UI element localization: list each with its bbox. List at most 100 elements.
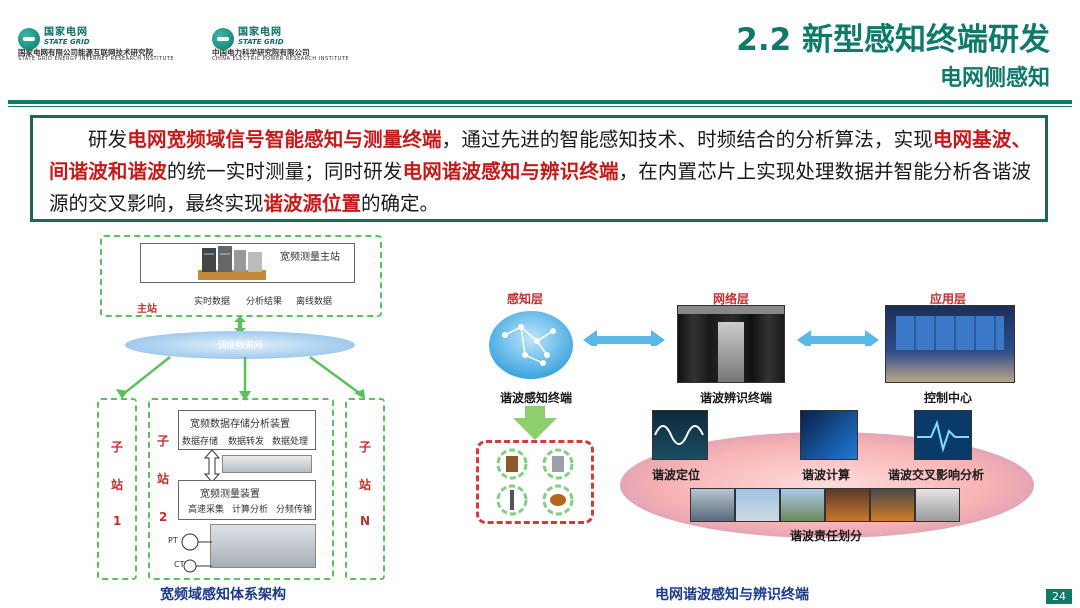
measure-device-label: 宽频测量装置 (200, 489, 260, 500)
storage-device-box (178, 410, 316, 450)
data-center-photo (677, 305, 785, 383)
node-harmonic-sensing-terminal: 谐波感知终端 (500, 391, 573, 405)
layer-perception: 感知层 (507, 292, 544, 306)
logo-org-cn: 中国电力科学研究院有限公司 (212, 47, 310, 57)
bidirectional-arrow-icon (583, 330, 665, 346)
waveform-icon (654, 425, 704, 445)
function-harmonic-cross-impact: 谐波交叉影响分析 (888, 468, 985, 482)
logo-org-en: CHINA ELECTRIC POWER RESEARCH INSTITUTE (212, 55, 350, 62)
logo-name-cn: 国家电网 (44, 27, 88, 38)
master-station-box (140, 243, 355, 283)
bidirectional-arrow-icon (797, 330, 879, 346)
industrial-photo (915, 488, 960, 522)
substation-n-char: N (360, 514, 371, 528)
node-control-center: 控制中心 (924, 391, 973, 405)
intro-box: 研发电网宽频域信号智能感知与测量终端，通过先进的智能感知技术、时频结合的分析算法… (30, 115, 1048, 222)
substation-1-char: 子 (111, 440, 124, 454)
page-number: 24 (1046, 589, 1072, 604)
substation-2-char: 站 (157, 472, 170, 486)
heartbeat-icon (917, 419, 969, 453)
header-divider-thin (8, 106, 1072, 107)
substation-1-frame (97, 398, 137, 580)
harmonic-calculation-image (800, 410, 858, 460)
double-arrow-icon (234, 316, 246, 334)
sensor-terminals-frame (476, 440, 594, 524)
storage-item: 数据转发 (228, 437, 265, 447)
master-station-frame (100, 235, 382, 317)
substation-1-char: 站 (111, 478, 124, 492)
substation-n-char: 站 (359, 478, 372, 492)
measure-item: 分频传输 (276, 505, 313, 515)
measure-device-image (210, 524, 316, 568)
slide-subtitle: 电网侧感知 (939, 66, 1050, 91)
substation-2-char: 子 (157, 434, 170, 448)
intro-text: ，通过先进的智能感知技术、时频结合的分析算法，实现 (441, 128, 933, 151)
state-grid-emblem-icon (212, 28, 234, 50)
network-label: 调度数据网 (217, 341, 263, 351)
logo-name-en: STATE GRID (44, 37, 90, 46)
substation-2-frame (148, 398, 334, 580)
layer-application: 应用层 (930, 292, 967, 306)
control-center-photo (885, 305, 1015, 383)
intro-text: 的确定。 (361, 192, 440, 215)
down-arrow-icon (513, 418, 557, 440)
substation-n-frame (345, 398, 385, 580)
pt-ct-transformer-icon (181, 533, 212, 573)
logo-org-cn: 国家电网有限公司能源互联网技术研究院 (18, 47, 153, 57)
function-harmonic-responsibility: 谐波责任划分 (790, 529, 863, 543)
logo-org-en: STATE GRID ENERGY INTERNET RESEARCH INST… (18, 55, 174, 62)
master-station-label: 宽频测量主站 (280, 252, 340, 263)
harmonic-location-image (652, 410, 708, 460)
server-rack-icon (198, 246, 266, 280)
intro-highlight: 电网谐波感知与辨识终端 (402, 160, 619, 183)
ct-label: CT (174, 560, 185, 569)
master-station-tag: 主站 (137, 304, 157, 315)
harmonic-cross-impact-image (914, 410, 972, 460)
industrial-photo (735, 488, 780, 522)
storage-device-image (222, 455, 312, 473)
right-diagram-caption: 电网谐波感知与辨识终端 (655, 587, 809, 603)
slide-title: 2.2 新型感知终端研发 (736, 22, 1050, 58)
state-grid-logo-cepri: 国家电网 STATE GRID 中国电力科学研究院有限公司 CHINA ELEC… (212, 27, 350, 62)
dispatch-network-cloud: 调度数据网 (125, 331, 355, 359)
measure-device-box (178, 480, 316, 520)
substation-n-char: 子 (359, 440, 372, 454)
sensor-terminals-icon (496, 448, 574, 516)
intro-highlight: 电网宽频域信号智能感知与测量终端 (127, 128, 442, 151)
intro-text: ，在内置芯片上实现处理数据并智能分析各谐波源的交叉影响，最终实现 (49, 160, 1031, 215)
layer-network: 网络层 (713, 292, 750, 306)
storage-device-label: 宽频数据存储分析装置 (190, 419, 290, 430)
substation-1-char: 1 (113, 514, 122, 528)
state-grid-logo-institute: 国家电网 STATE GRID 国家电网有限公司能源互联网技术研究院 STATE… (18, 27, 174, 62)
node-harmonic-identification-terminal: 谐波辨识终端 (700, 391, 773, 405)
pt-label: PT (168, 536, 178, 545)
industrial-photo (690, 488, 735, 522)
intro-paragraph: 研发电网宽频域信号智能感知与测量终端，通过先进的智能感知技术、时频结合的分析算法… (49, 124, 1031, 220)
double-arrow-icon (204, 450, 220, 482)
header-divider (8, 100, 1072, 104)
intro-text: 研发 (88, 128, 128, 151)
logo-name-cn: 国家电网 (238, 27, 282, 38)
master-item: 离线数据 (296, 297, 333, 307)
master-item: 实时数据 (194, 297, 231, 307)
industrial-photo (870, 488, 915, 522)
function-harmonic-calculation: 谐波计算 (802, 468, 851, 482)
master-item: 分析结果 (246, 297, 283, 307)
storage-item: 数据存储 (182, 437, 219, 447)
intro-highlight: 电网基波、间谐波和谐波 (49, 128, 1031, 183)
industrial-photo (825, 488, 870, 522)
measure-item: 计算分析 (232, 505, 269, 515)
network-links (116, 355, 365, 401)
intro-highlight: 谐波源位置 (263, 192, 362, 215)
substation-2-char: 2 (159, 510, 168, 524)
state-grid-emblem-icon (18, 28, 40, 50)
down-arrow-shaft (525, 406, 545, 420)
function-harmonic-location: 谐波定位 (652, 468, 701, 482)
industrial-photo (780, 488, 825, 522)
intro-text: 的统一实时测量；同时研发 (166, 160, 403, 183)
left-diagram-caption: 宽频域感知体系架构 (160, 587, 286, 603)
sensor-network-cloud-icon (489, 311, 573, 379)
logo-name-en: STATE GRID (238, 37, 284, 46)
storage-item: 数据处理 (272, 437, 309, 447)
measure-item: 高速采集 (188, 505, 225, 515)
